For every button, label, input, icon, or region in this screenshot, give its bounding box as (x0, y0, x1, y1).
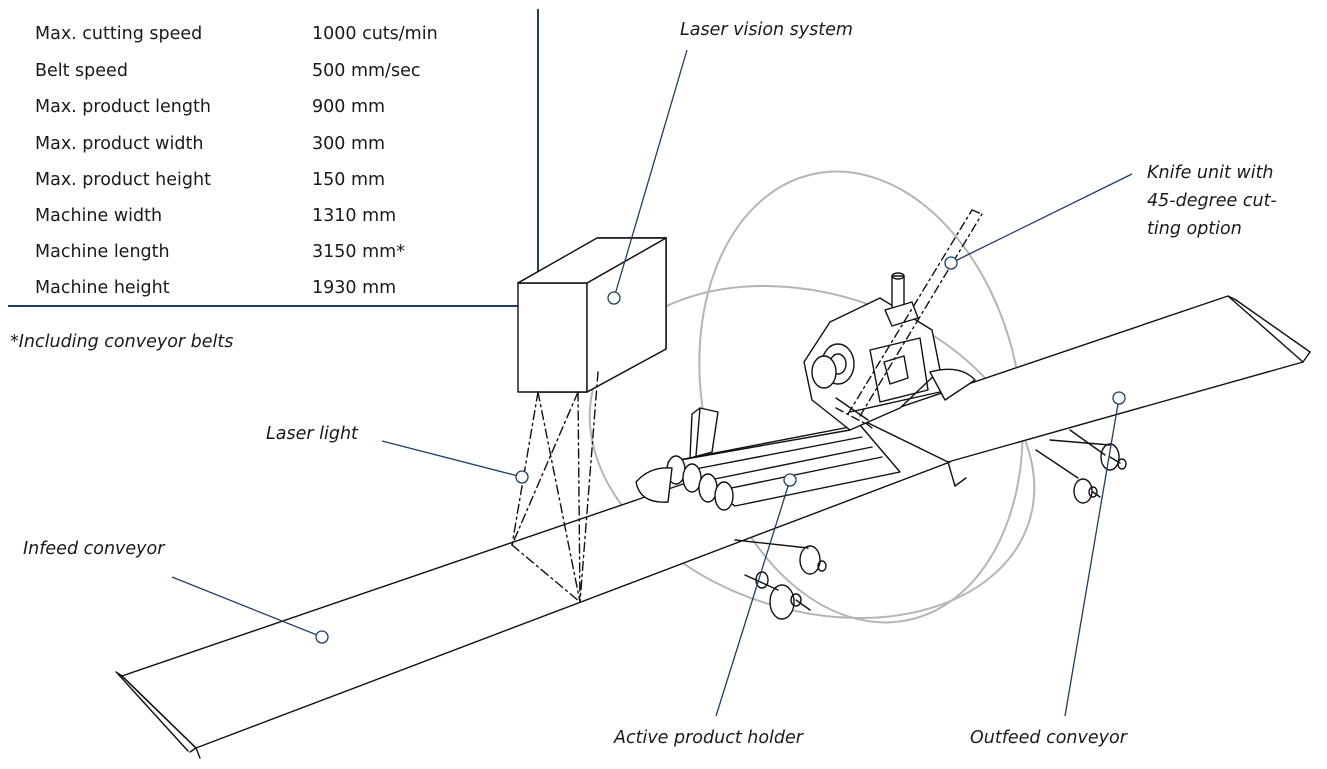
spec-label: Machine length (35, 242, 170, 262)
spec-table: Max. cutting speed 1000 cuts/min Belt sp… (8, 9, 539, 307)
spec-label: Belt speed (35, 61, 128, 81)
spec-label: Max. product length (35, 97, 211, 117)
spec-value: 1930 mm (312, 278, 397, 298)
spec-value: 1000 cuts/min (312, 24, 438, 44)
footnote: *Including conveyor belts (10, 332, 234, 352)
spec-value: 3150 mm* (312, 242, 405, 262)
spec-label: Max. product height (35, 170, 211, 190)
label-outfeed-conveyor: Outfeed conveyor (970, 728, 1127, 748)
infeed-rollers (734, 539, 827, 620)
spec-label: Machine height (35, 278, 170, 298)
active-product-holder (635, 407, 901, 511)
label-knife-unit-line3: ting option (1147, 219, 1242, 239)
knife-unit (803, 272, 976, 431)
label-knife-unit-line2: 45-degree cut- (1147, 191, 1277, 211)
spec-value: 150 mm (312, 170, 386, 190)
spec-value: 1310 mm (312, 206, 397, 226)
outfeed-conveyor (861, 295, 1311, 487)
laser-light (511, 371, 599, 603)
outfeed-rollers (1035, 429, 1127, 504)
label-knife-unit-line1: Knife unit with (1147, 163, 1274, 183)
label-laser-light: Laser light (266, 424, 358, 444)
spec-value: 500 mm/sec (312, 61, 421, 81)
label-laser-vision-system: Laser vision system (680, 20, 853, 40)
knife-arm (835, 209, 983, 425)
spec-label: Max. product width (35, 134, 204, 154)
spec-label: Max. cutting speed (35, 24, 203, 44)
leader-lines (171, 49, 1133, 717)
label-active-product-holder: Active product holder (614, 728, 803, 748)
laser-vision-box (517, 237, 667, 393)
spec-value: 300 mm (312, 134, 386, 154)
spec-label: Machine width (35, 206, 163, 226)
label-infeed-conveyor: Infeed conveyor (23, 539, 165, 559)
spec-value: 900 mm (312, 97, 386, 117)
